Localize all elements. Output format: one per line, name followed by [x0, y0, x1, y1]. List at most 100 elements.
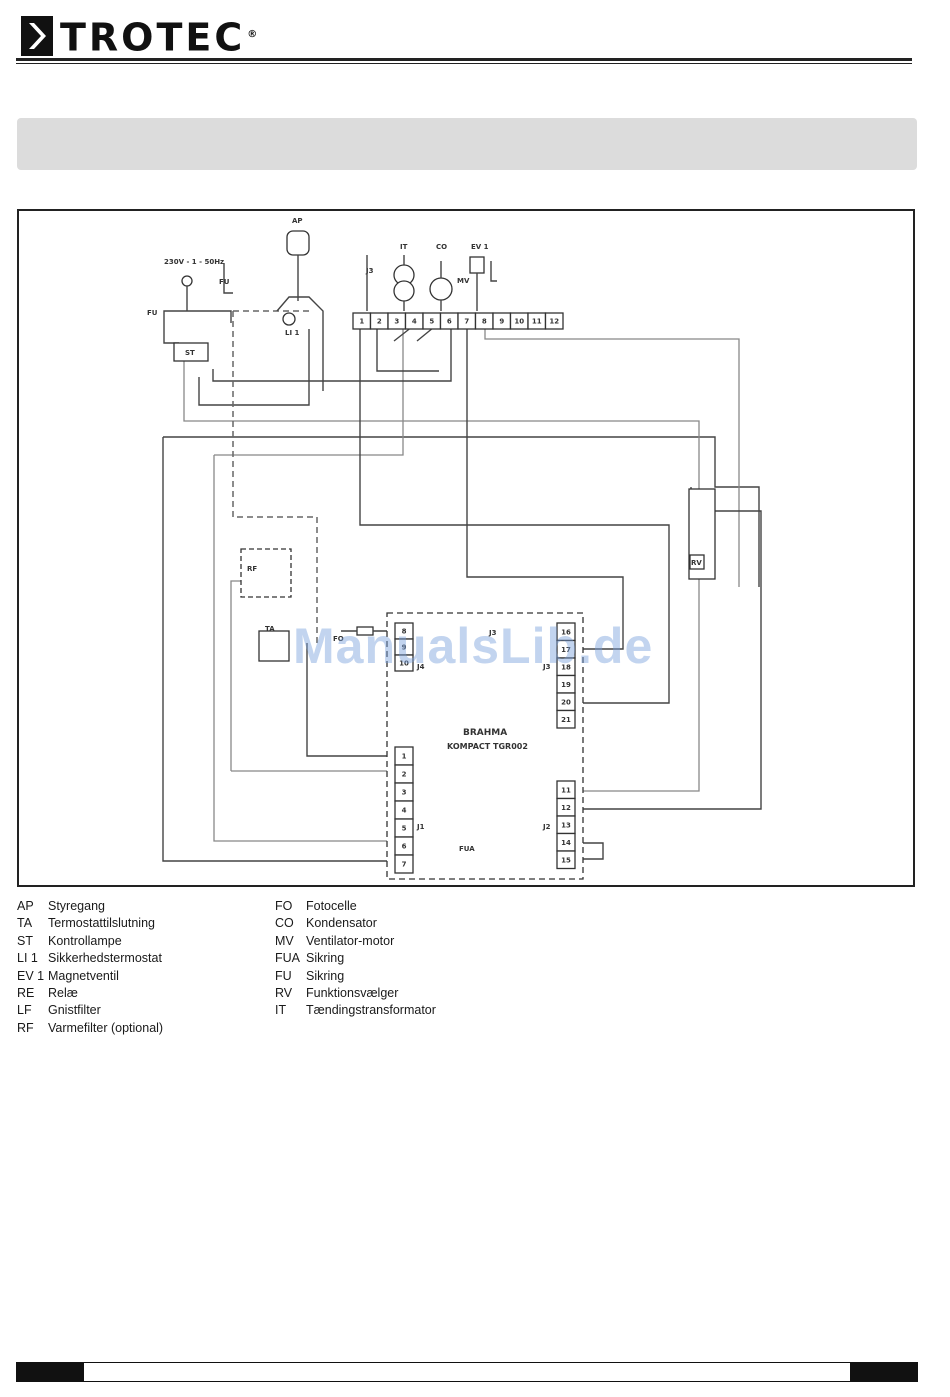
ap-component [286, 230, 310, 256]
terminal-number: 6 [447, 318, 452, 326]
terminal-number: 20 [561, 698, 571, 706]
legend-code: ST [17, 933, 33, 948]
label-ta: TA [265, 625, 275, 633]
legend-item: LF Gnistfilter [17, 1002, 163, 1019]
control-board [386, 612, 584, 880]
rf-box [240, 548, 292, 598]
terminal-number: 17 [561, 646, 571, 654]
legend-code: RE [17, 986, 35, 1001]
label-board-j2: J2 [542, 823, 551, 831]
legend-code: IT [275, 1003, 287, 1018]
wiring-diagram: 230V - 1 - 50Hz FU FU ST AP LI 1 IT CO M… [17, 209, 915, 887]
supply-label: 230V - 1 - 50Hz [164, 258, 224, 266]
legend-text: Sikring [306, 968, 345, 983]
page-footer [16, 1362, 918, 1382]
label-mv: MV [457, 277, 470, 285]
terminal-number: 3 [402, 789, 407, 797]
trotec-logo: TROTEC® [20, 14, 260, 59]
terminal-number: 4 [402, 807, 407, 815]
label-board-j3: J3 [488, 629, 497, 637]
terminal-number: 18 [561, 663, 571, 671]
terminal-number: 1 [359, 318, 364, 326]
footer-block-right [850, 1362, 918, 1382]
legend-text: Gnistfilter [48, 1003, 101, 1018]
section-title-band [17, 118, 917, 170]
terminal-cell [394, 654, 414, 672]
legend-code: FUA [275, 951, 300, 966]
watermark: ManualsLib.de [293, 618, 654, 674]
label-board-j3b: J3 [542, 663, 551, 671]
legend-text: Tændingstransformator [306, 1003, 436, 1018]
terminal-cell [556, 850, 576, 870]
terminal-number: 2 [402, 771, 407, 779]
terminal-number: 16 [561, 628, 571, 636]
legend-code: LI 1 [17, 951, 38, 966]
label-st: ST [185, 349, 195, 357]
legend-code: AP [17, 899, 34, 913]
terminal-number: 11 [532, 318, 542, 326]
st-lamp-box [173, 342, 209, 362]
legend-code: TA [17, 916, 33, 931]
legend-code: EV 1 [17, 968, 45, 983]
label-board-j4: J4 [416, 663, 425, 671]
label-fua: FUA [459, 845, 475, 853]
label-ev1: EV 1 [471, 243, 489, 251]
legend-text: Kondensator [306, 916, 377, 931]
logo-chevron-icon [21, 16, 53, 57]
legend-code: RV [275, 986, 293, 1001]
legend-code: FU [275, 968, 292, 983]
terminal-number: 5 [402, 825, 407, 833]
terminal-cell [394, 854, 414, 874]
wiring-diagram-svg: 230V - 1 - 50Hz FU FU ST AP LI 1 IT CO M… [147, 217, 762, 880]
brand-name: TROTEC® [60, 15, 261, 60]
terminal-number: 11 [561, 786, 571, 794]
label-rf: RF [247, 565, 257, 573]
legend-item: FU Sikring [275, 968, 436, 985]
terminal-number: 14 [561, 839, 571, 847]
terminal-number: 2 [377, 318, 382, 326]
legend-text: Varmefilter (optional) [48, 1020, 164, 1035]
footer-bar [84, 1362, 850, 1382]
terminal-number: 3 [394, 318, 399, 326]
terminal-number: 12 [561, 804, 571, 812]
label-j3: J3 [365, 267, 374, 275]
terminal-number: 10 [399, 660, 409, 668]
legend-code: MV [275, 933, 294, 948]
label-ap: AP [292, 217, 303, 225]
terminal-cell [556, 709, 576, 729]
legend-item: TA Termostattilslutning [17, 915, 163, 932]
label-co: CO [436, 243, 447, 251]
legend-item: FUA Sikring [275, 950, 436, 967]
legend-text: Sikring [306, 951, 345, 966]
legend-text: Termostattilslutning [48, 916, 155, 931]
legend-text: Fotocelle [306, 899, 357, 913]
legend-item: FO Fotocelle [275, 898, 436, 915]
terminal-number: 9 [499, 318, 504, 326]
label-fu-left: FU [147, 309, 158, 317]
legend-code: FO [275, 899, 293, 913]
terminal-number: 5 [429, 318, 434, 326]
terminal-number: 15 [561, 856, 571, 864]
label-li1: LI 1 [285, 329, 300, 337]
terminal-number: 7 [464, 318, 469, 326]
label-fo: FO [333, 635, 344, 643]
legend-code: LF [17, 1003, 32, 1018]
header-rule [16, 58, 912, 61]
terminal-number: 10 [514, 318, 524, 326]
header-rule-thin [16, 63, 912, 64]
terminal-cell [544, 312, 564, 330]
legend-text: Ventilator-motor [306, 933, 395, 948]
legend-code: RF [17, 1020, 34, 1035]
terminal-number: 1 [402, 753, 407, 761]
page-header: TROTEC® [16, 10, 912, 66]
